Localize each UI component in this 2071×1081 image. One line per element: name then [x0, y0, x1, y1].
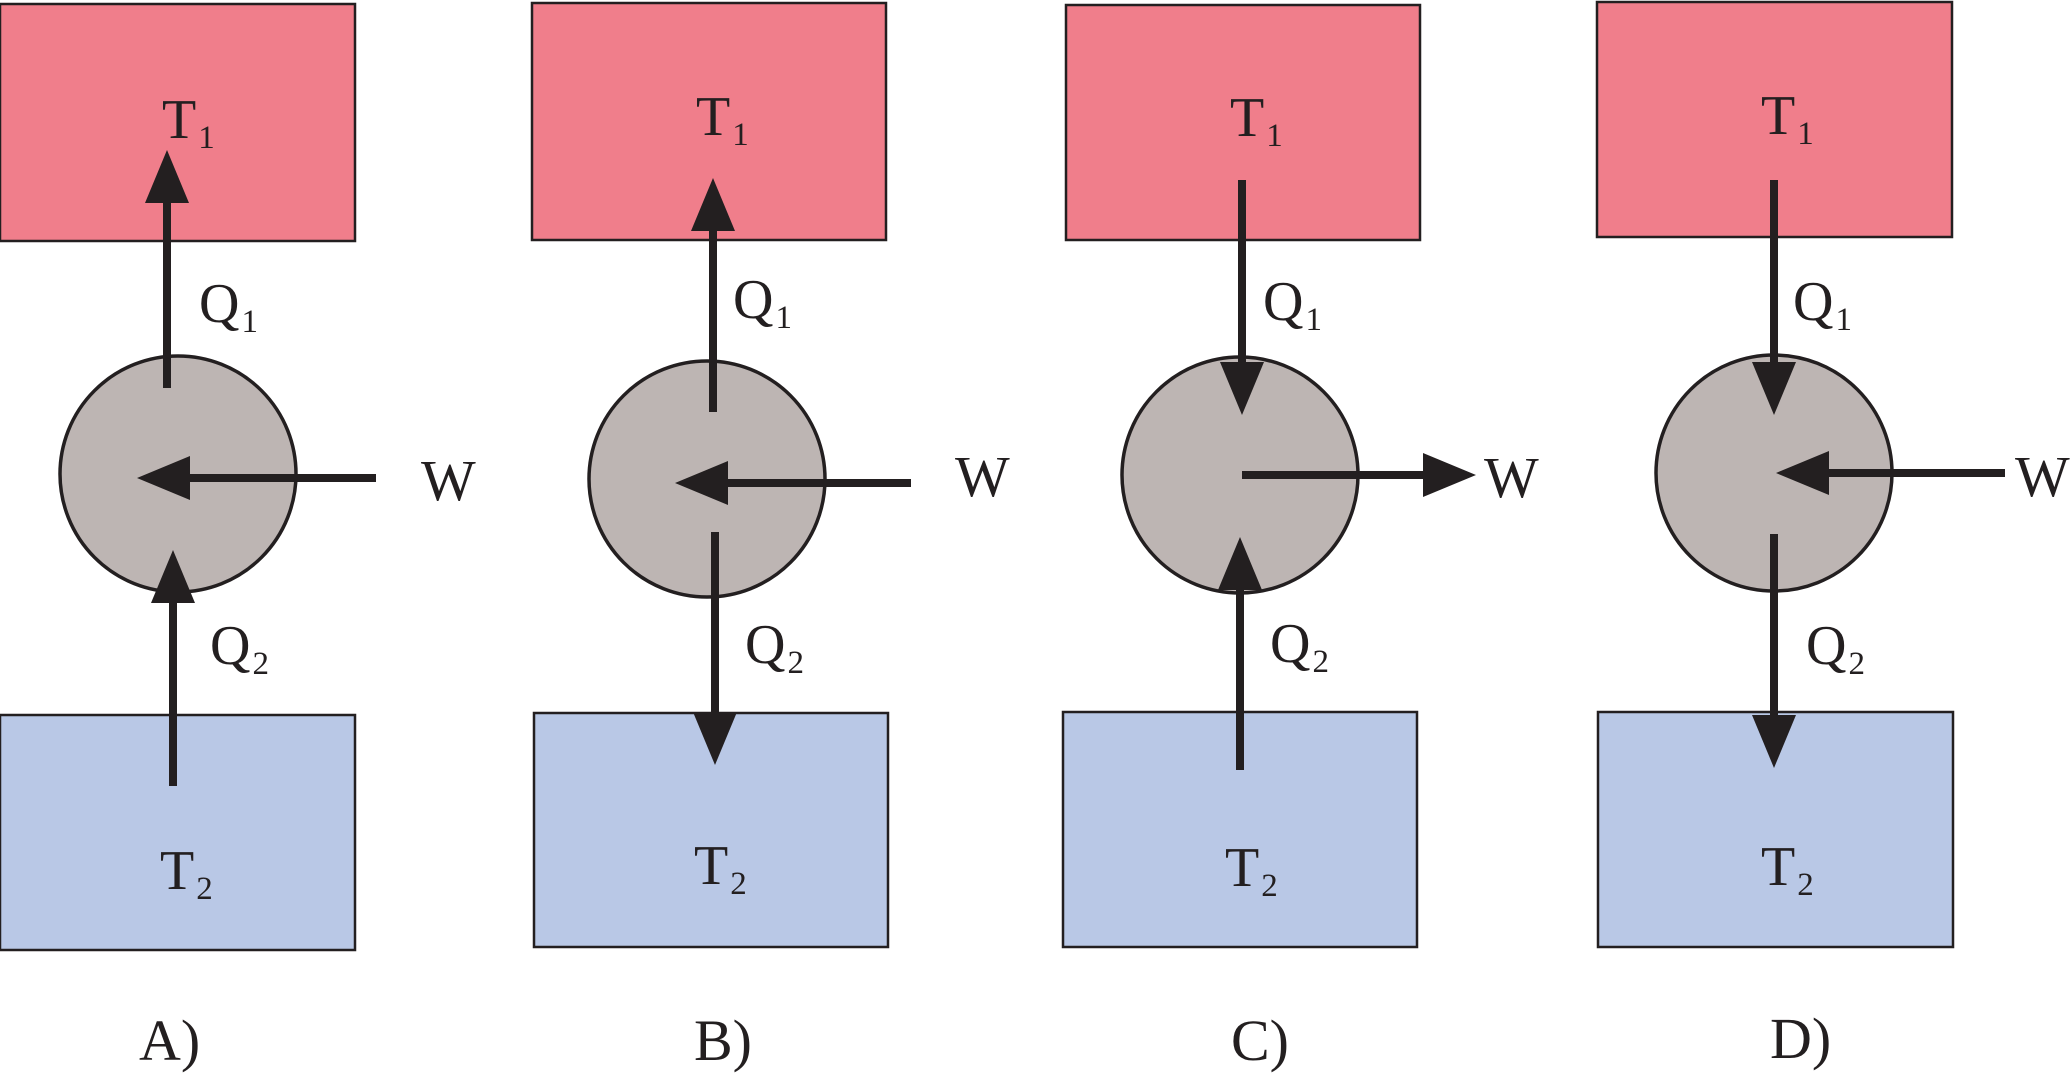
q1-arrow-head-a	[145, 150, 189, 203]
q2-arrow-head-b	[693, 712, 737, 765]
q1-arrow-head-d	[1752, 362, 1796, 415]
cold-label-b: T2	[694, 835, 747, 902]
caption-c: C)	[1231, 1008, 1289, 1073]
q2-label-d: Q2	[1806, 615, 1865, 682]
work-label-b: W	[955, 444, 1010, 509]
hot-label-b: T1	[696, 86, 749, 153]
work-arrow-head-a	[137, 456, 190, 500]
q2-arrow-head-a	[151, 550, 195, 603]
cold-label-a: T2	[160, 840, 213, 907]
work-arrow-head-c	[1423, 453, 1476, 497]
caption-b: B)	[694, 1008, 752, 1073]
q2-label-b: Q2	[745, 614, 804, 681]
panel-d: T1 T2 Q1 Q2 W D)	[1595, 0, 2070, 1071]
hot-label-d: T1	[1761, 85, 1814, 152]
caption-a: A)	[139, 1008, 200, 1073]
cold-label-c: T2	[1225, 837, 1278, 904]
q1-label-c: Q1	[1263, 271, 1322, 338]
cold-reservoir-a	[0, 713, 357, 952]
q1-label-a: Q1	[199, 273, 258, 340]
q2-arrow-head-c	[1218, 537, 1262, 590]
work-label-c: W	[1484, 445, 1539, 510]
panel-c: T1 T2 Q1 Q2 W C)	[1061, 3, 1539, 1073]
work-label-a: W	[421, 448, 476, 513]
q1-arrow-head-c	[1220, 362, 1264, 415]
q2-label-c: Q2	[1270, 613, 1329, 680]
q1-label-d: Q1	[1793, 271, 1852, 338]
work-arrow-head-d	[1776, 451, 1829, 495]
work-label-d: W	[2015, 444, 2070, 509]
work-arrow-head-b	[675, 461, 728, 505]
q1-arrow-head-b	[691, 178, 735, 231]
q2-label-a: Q2	[210, 615, 269, 682]
hot-label-a: T1	[162, 89, 215, 156]
cold-label-d: T2	[1761, 836, 1814, 903]
caption-d: D)	[1770, 1006, 1831, 1071]
panel-b: T1 T2 Q1 Q2 W B)	[530, 1, 1010, 1073]
panel-a: T1 T2 Q1 Q2 W A)	[0, 2, 476, 1073]
hot-label-c: T1	[1230, 87, 1283, 154]
q1-label-b: Q1	[733, 269, 792, 336]
q2-arrow-head-d	[1752, 715, 1796, 768]
